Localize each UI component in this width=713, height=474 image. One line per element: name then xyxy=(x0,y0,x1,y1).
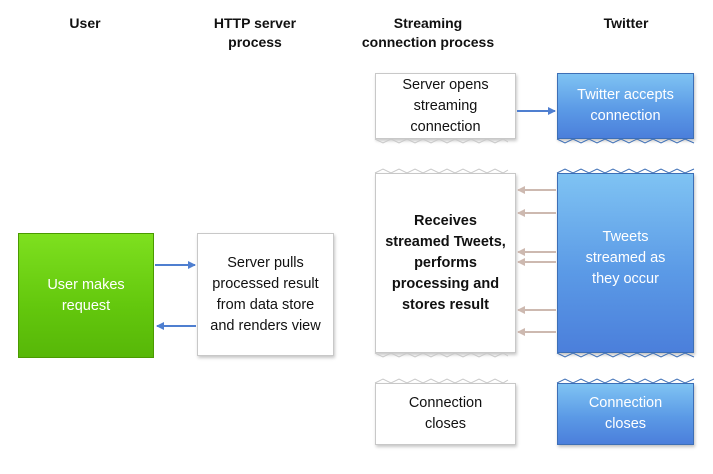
server-pulls-box: Server pulls processed result from data … xyxy=(197,233,334,356)
connection-closes-left-label: Connection closes xyxy=(408,395,483,432)
twitter-accepts-box: Twitter accepts connection xyxy=(557,73,694,139)
header-streaming: Streaming connection process xyxy=(361,15,495,50)
torn-edge-tweets-bottom xyxy=(556,352,695,358)
header-http-server: HTTP server process xyxy=(213,15,297,50)
torn-edge-twitter-accepts-bottom xyxy=(556,138,695,144)
connection-closes-right-box: Connection closes xyxy=(557,383,694,445)
user-request-box: User makes request xyxy=(18,233,154,358)
server-pulls-label: Server pulls processed result from data … xyxy=(210,254,321,334)
header-twitter: Twitter xyxy=(603,15,649,31)
server-opens-box: Server opens streaming connection xyxy=(375,73,516,139)
torn-edge-receives-bottom xyxy=(374,352,509,358)
user-request-label: User makes request xyxy=(47,276,125,314)
torn-edge-server-opens-bottom xyxy=(374,138,509,144)
tweets-streamed-label: Tweets streamed as they occur xyxy=(585,228,666,287)
header-user: User xyxy=(69,15,101,31)
connection-closes-left-box: Connection closes xyxy=(375,383,516,445)
receives-tweets-box: Receives streamed Tweets, performs proce… xyxy=(375,173,516,353)
server-opens-label: Server opens streaming connection xyxy=(402,76,489,135)
twitter-accepts-label: Twitter accepts connection xyxy=(577,87,674,124)
connection-closes-right-label: Connection closes xyxy=(588,395,663,432)
receives-tweets-label: Receives streamed Tweets, performs proce… xyxy=(385,212,506,313)
tweets-streamed-box: Tweets streamed as they occur xyxy=(557,173,694,353)
